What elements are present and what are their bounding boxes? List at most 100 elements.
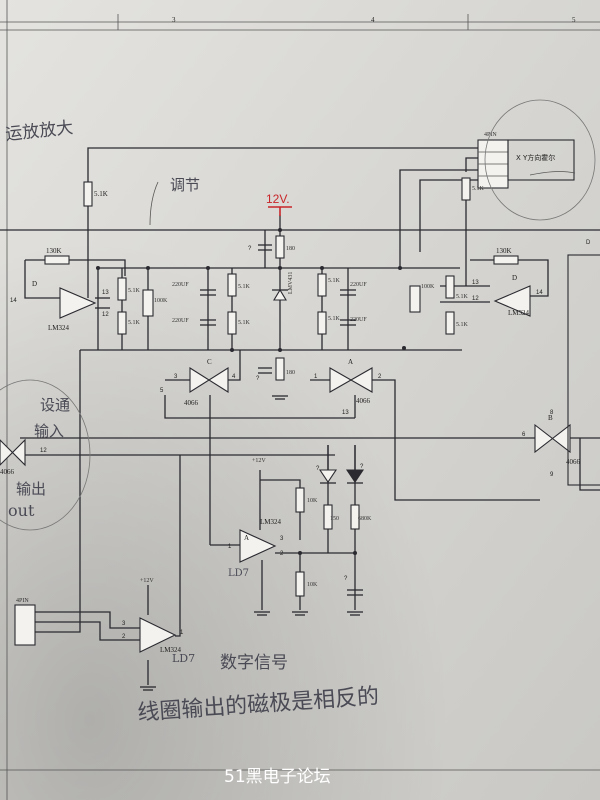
note-adjust: 调节 (170, 176, 200, 194)
label-v12-a: +12V (252, 458, 266, 464)
label-opamp-mid-ref: A (244, 534, 249, 542)
label-sw-left-name: 4066 (184, 399, 199, 407)
pin-3-m: 3 (280, 536, 284, 542)
label-sw-right-ref: B (548, 414, 553, 422)
label-cap-220-c: 220UF (350, 282, 367, 288)
note-left-out: out (8, 501, 35, 520)
resistor-5k1-g (445, 275, 455, 299)
label-sw-mid-ref: A (348, 358, 353, 366)
label-r-10k-b: 10K (307, 582, 318, 588)
label-sw-mid-name: 4066 (356, 397, 371, 405)
label-r-130k-left: 130K (46, 247, 62, 255)
label-r-680k: 680K (358, 516, 372, 522)
label-sw-left-ref: C (207, 358, 212, 366)
label-r-100k-right: 100K (421, 284, 435, 290)
label-opamp-bottom-name: LM324 (160, 646, 182, 654)
label-r-top: 5.1K (94, 190, 108, 198)
note-ld27: LD7 (228, 568, 249, 579)
resistor-5k1-h (445, 311, 455, 335)
red-12v-text: 12V. (266, 192, 290, 206)
label-r-5k1-g: 5.1K (456, 294, 469, 300)
resistor-5k1-c (227, 273, 237, 297)
resistor-5k1-a (117, 277, 127, 301)
label-cap-220-a: 220UF (172, 282, 189, 288)
resistor-180-bottom (275, 357, 285, 381)
mark-q1: ? (248, 246, 252, 252)
mark-q4: ? (344, 576, 348, 582)
pin-2-a: 2 (378, 374, 382, 380)
label-opamp-left-ref: D (32, 280, 37, 288)
label-r-5k1-vert: 5.1K (472, 186, 485, 192)
forum-watermark: 51黑电子论坛 (224, 767, 331, 787)
resistor-5k1-d (227, 311, 237, 335)
label-r-5k1-e: 5.1K (328, 278, 341, 284)
label-r-150: 150 (330, 516, 339, 522)
label-opamp-mid-name: LM324 (260, 518, 282, 526)
pin-13-right: 13 (472, 280, 479, 286)
opamp-bottom (139, 617, 177, 653)
note-arrow (149, 181, 159, 226)
component-labels: 5.1K 130K 5.1K 5.1K 100K 220UF 220UF 5.1… (0, 132, 581, 654)
pin-14-left: 14 (10, 298, 17, 304)
label-opamp-left-name: LM324 (48, 324, 70, 332)
switch-4066-a (329, 367, 373, 393)
opamp-middle (239, 529, 277, 563)
resistor-130k-left (44, 255, 70, 265)
note-left-mid: 设通 (40, 396, 70, 414)
pot-100k-right (409, 285, 421, 313)
capacitors (200, 244, 363, 596)
label-r-180-bottom: 180 (286, 370, 295, 376)
note-squiggle (529, 171, 576, 176)
switch-4066-edge (0, 438, 26, 467)
pot-100k-left (142, 289, 154, 317)
pin-8-b: 8 (550, 410, 554, 416)
note-ld7-bottom: LD7 (172, 652, 195, 665)
switch-4066-c (189, 367, 229, 393)
opamp-left (59, 287, 97, 319)
resistor-10k-a (295, 487, 305, 513)
label-r-5k1-b: 5.1K (128, 320, 141, 326)
label-connector-bottom: 4PIN (16, 598, 29, 604)
label-r-100k-left: 100K (154, 298, 168, 304)
pin-5-c: 5 (160, 388, 164, 394)
resistor-130k-right (493, 255, 519, 265)
grid-number-5: 5 (572, 16, 576, 24)
label-r-5k1-d: 5.1K (238, 320, 251, 326)
resistors (44, 177, 519, 597)
pin-2-b: 2 (122, 634, 126, 640)
pin-3-c: 3 (174, 374, 178, 380)
lmv431-regulator (272, 288, 288, 301)
resistor-5k1-top (83, 181, 93, 207)
label-r-5k1-h: 5.1K (456, 322, 469, 328)
label-opamp-right-name: LM324 (508, 309, 530, 317)
pin-numbers: 14 13 12 13 12 14 3 4 1 2 13 6 9 8 5 12 … (10, 240, 591, 640)
wires (0, 147, 600, 685)
switches-4066 (0, 367, 571, 467)
pin-12-left: 12 (102, 312, 109, 318)
opamps (59, 285, 531, 653)
resistor-180-top (275, 235, 285, 259)
label-r-5k1-f: 5.1K (328, 316, 341, 322)
resistor-5k1-f (317, 311, 327, 335)
grid-number-4: 4 (371, 16, 375, 24)
label-v12-b: +12V (140, 578, 154, 584)
label-r-180-top: 180 (286, 246, 295, 252)
note-bottom-a: 数字信号 (220, 653, 288, 673)
pin-1-m: 1 (228, 544, 232, 550)
pin-12-edge: 12 (40, 448, 47, 454)
label-opamp-right-ref: D (512, 274, 517, 282)
label-cap-220-b: 220UF (172, 318, 189, 324)
label-connector-top-text: X Y方向霍尔 (516, 153, 555, 162)
label-r-10k-a: 10K (307, 498, 318, 504)
mark-q3: ? (316, 466, 320, 472)
label-r-130k-right: 130K (496, 247, 512, 255)
resistor-5k1-vert (461, 177, 471, 201)
mark-q5: ? (360, 464, 364, 470)
resistor-680k (350, 504, 360, 530)
mark-q2: ? (256, 376, 260, 382)
note-circle-top (484, 99, 596, 221)
label-connector-top: 4PIN (484, 132, 497, 138)
